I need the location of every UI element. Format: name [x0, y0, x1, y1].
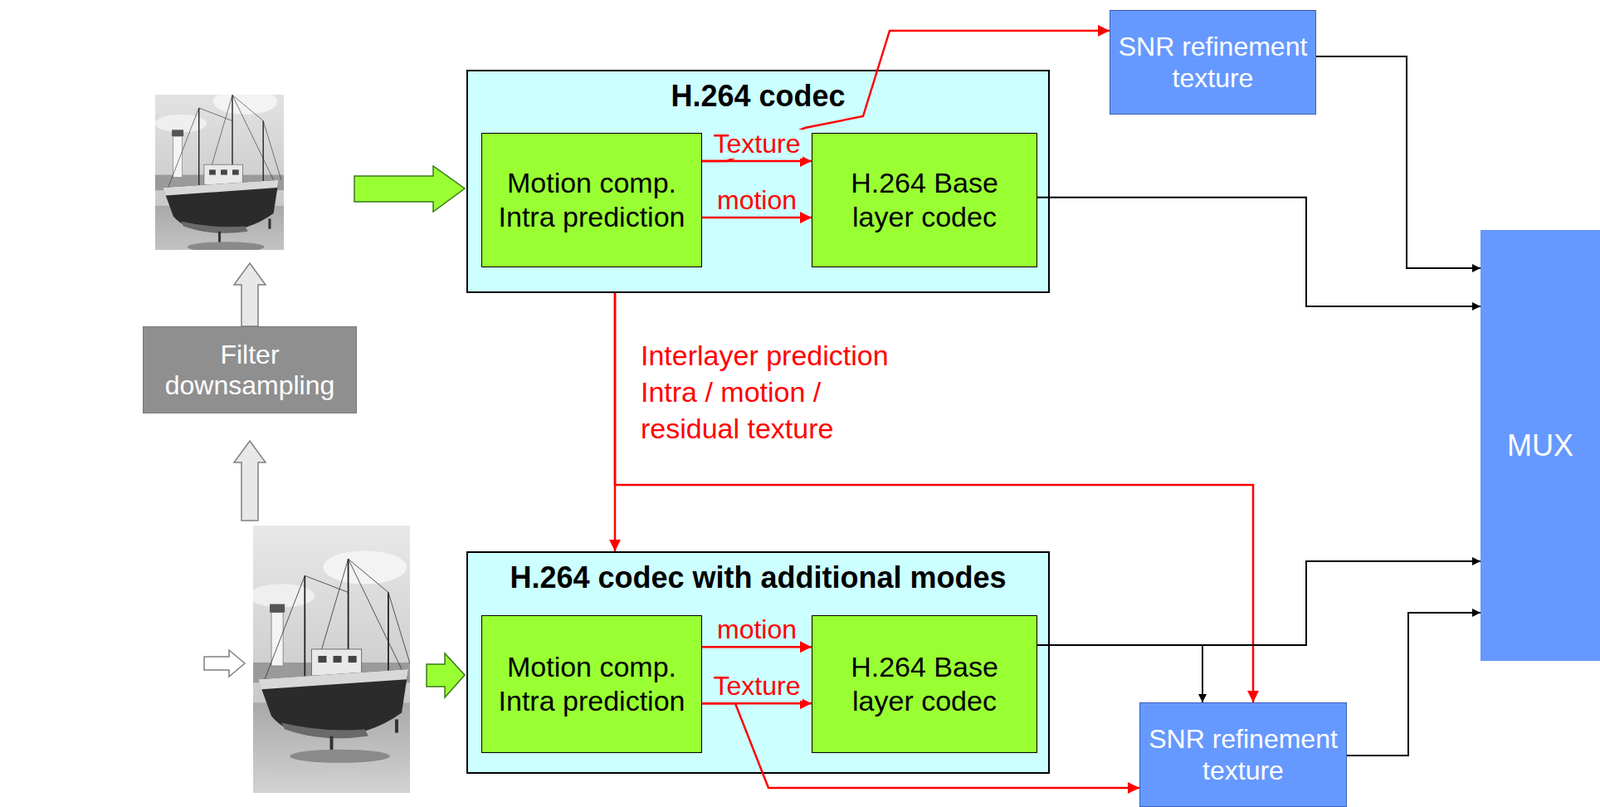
codec-title: H.264 codec — [670, 78, 845, 114]
connector-arrow — [702, 216, 812, 220]
codec-box: H.264 codec with additional modesMotion … — [466, 551, 1050, 774]
mux-block: MUX — [1480, 229, 1600, 661]
edge-label: Texture — [711, 671, 804, 701]
filter-label: Filter downsampling — [150, 339, 350, 401]
refinement-box: SNR refinement texture — [1109, 9, 1317, 115]
edge-label: motion — [714, 185, 800, 215]
connector-arrow — [614, 292, 617, 552]
refinement-label: SNR refinement texture — [1117, 30, 1309, 95]
process-box: H.264 Base layer codec — [811, 132, 1038, 268]
input-arrow — [204, 649, 245, 677]
input-photo — [248, 525, 415, 793]
codec-box: H.264 codecMotion comp. Intra prediction… — [466, 69, 1050, 293]
connector-arrow — [702, 160, 812, 163]
edge-label-holder: Interlayer prediction Intra / motion / r… — [640, 336, 907, 447]
edge-label: Texture — [711, 129, 804, 159]
connector-arrow — [702, 30, 1110, 161]
edge-label-holder: Texture — [711, 129, 804, 159]
process-label: H.264 Base layer codec — [825, 165, 1024, 235]
edge-label-holder: motion — [714, 185, 800, 215]
process-box: Motion comp. Intra prediction — [481, 132, 703, 268]
process-label: Motion comp. Intra prediction — [488, 165, 695, 235]
connector-arrow — [1346, 612, 1481, 756]
input-arrow — [426, 653, 465, 698]
connector-arrow — [1037, 197, 1481, 307]
downsampled-photo — [155, 69, 284, 276]
mux-label: MUX — [1507, 427, 1574, 464]
connector-arrow — [1316, 56, 1481, 269]
edge-label: motion — [714, 614, 800, 644]
refinement-box: SNR refinement texture — [1139, 702, 1347, 807]
connector-arrow — [702, 645, 812, 649]
connector-arrow — [1037, 560, 1481, 645]
flow-arrow — [234, 440, 266, 521]
edge-label: Interlayer prediction Intra / motion / r… — [640, 336, 907, 447]
input-arrow — [354, 165, 465, 212]
process-box: H.264 Base layer codec — [811, 614, 1038, 753]
codec-title: H.264 codec with additional modes — [509, 559, 1006, 596]
flow-arrow — [234, 263, 266, 327]
process-label: H.264 Base layer codec — [825, 649, 1024, 718]
connector-arrow — [702, 702, 1140, 788]
edge-label-holder: motion — [714, 614, 800, 644]
boat-photo — [248, 525, 415, 793]
boat-photo — [155, 69, 284, 276]
connector-arrow — [702, 702, 812, 705]
connector-arrow — [614, 292, 1254, 703]
connector-arrow — [1037, 644, 1203, 703]
refinement-label: SNR refinement texture — [1146, 722, 1340, 787]
filter-box: Filter downsampling — [142, 326, 357, 414]
process-box: Motion comp. Intra prediction — [481, 614, 703, 753]
edge-label-holder: Texture — [711, 671, 804, 701]
process-label: Motion comp. Intra prediction — [488, 649, 695, 718]
